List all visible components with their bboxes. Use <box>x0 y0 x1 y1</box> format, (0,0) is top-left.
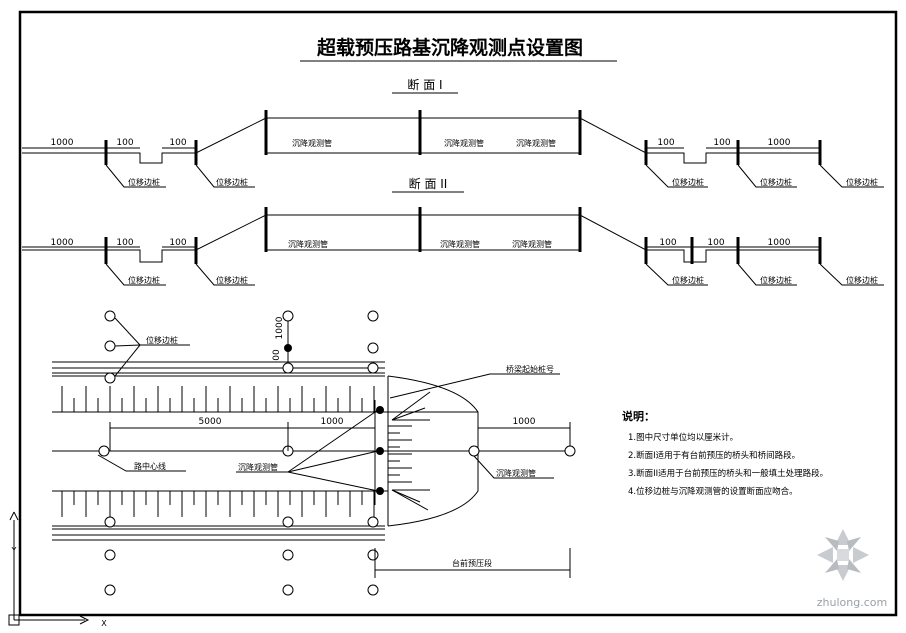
notes-heading: 说明： <box>622 409 655 423</box>
section-2-dim: 100 <box>707 238 724 248</box>
section-1-stake-label: 位移边桩 <box>760 177 792 187</box>
section-1-stake-label: 位移边桩 <box>672 177 704 187</box>
section-2: 断 面 II 1000 100 100 100 100 1000 沉降观测管 沉… <box>22 176 884 286</box>
plan-dim-vertical: 00 <box>272 349 282 361</box>
section-2-pipe-label: 沉降观测管 <box>512 239 552 249</box>
note-item: 4.位移边桩与沉降观测管的设置断面应吻合。 <box>628 486 798 497</box>
watermark-logo <box>817 529 869 581</box>
drawing-title: 超载预压路基沉降观测点设置图 <box>316 36 583 59</box>
section-1-dim: 100 <box>169 138 186 148</box>
stake-marker <box>367 362 379 374</box>
section-1-stake-label: 位移边桩 <box>216 177 248 187</box>
stake-marker <box>367 549 379 561</box>
section-1-pipe-label: 沉降观测管 <box>516 138 556 148</box>
plan-pipe-label: 沉降观测管 <box>238 462 278 472</box>
section-2-pipe-label: 沉降观测管 <box>440 239 480 249</box>
section-2-stake-label: 位移边桩 <box>760 275 792 285</box>
pipe-marker <box>376 406 384 414</box>
section-2-stake-label: 位移边桩 <box>216 275 248 285</box>
section-2-dim: 100 <box>116 238 133 248</box>
section-1-stake-label: 位移边桩 <box>846 177 878 187</box>
svg-text:X: X <box>101 619 107 628</box>
watermark-text: zhulong.com <box>817 596 887 609</box>
slope-hatch-bottom <box>61 491 375 517</box>
stake-marker <box>104 310 116 322</box>
stake-marker <box>282 584 294 596</box>
stake-marker <box>104 372 116 384</box>
plan-dim-vertical: 1000 <box>275 316 285 339</box>
stake-marker <box>564 445 576 457</box>
note-item: 2.断面I适用于有台前预压的桥头和桥间路段。 <box>628 450 800 461</box>
bridge-marker-label: 桥梁起始桩号 <box>506 364 554 374</box>
stake-marker <box>98 445 110 457</box>
plan-dim-1000-right: 1000 <box>513 417 536 427</box>
section-2-dim: 1000 <box>51 238 74 248</box>
section-2-pipe-label: 沉降观测管 <box>288 239 328 249</box>
stake-marker <box>367 516 379 528</box>
drawing-border <box>18 10 898 617</box>
plan-dim-5000: 5000 <box>199 417 222 427</box>
svg-text:Y: Y <box>11 546 17 555</box>
slope-hatch-top <box>61 386 375 412</box>
plan-dim-1000: 1000 <box>321 417 344 427</box>
ucs-icon: X Y <box>8 511 107 628</box>
section-2-dim: 1000 <box>768 238 791 248</box>
stake-marker <box>104 549 116 561</box>
section-1-title: 断 面 I <box>407 77 442 92</box>
stake-marker <box>104 340 116 352</box>
plan-pipe-label-right: 沉降观测管 <box>496 468 536 478</box>
plan-view: 位移边桩 1000 00 5000 1000 1000 路中心线 沉降观测管 沉… <box>52 310 576 596</box>
stake-marker <box>282 516 294 528</box>
section-1-dim: 100 <box>657 138 674 148</box>
section-1-pipe-label: 沉降观测管 <box>444 138 484 148</box>
section-1-pipe-label: 沉降观测管 <box>292 138 332 148</box>
stake-marker <box>367 310 379 322</box>
notes: 说明： 1.图中尺寸单位均以厘米计。 2.断面I适用于有台前预压的桥头和桥间路段… <box>622 409 828 497</box>
note-item: 3.断面II适用于台前预压的桥头和一般填土处理路段。 <box>628 468 828 479</box>
section-1-dim: 100 <box>713 138 730 148</box>
section-2-dim: 100 <box>659 238 676 248</box>
section-1-stake-label: 位移边桩 <box>128 177 160 187</box>
note-item: 1.图中尺寸单位均以厘米计。 <box>628 432 738 443</box>
section-2-stake-label: 位移边桩 <box>672 275 704 285</box>
section-2-title: 断 面 II <box>409 176 448 191</box>
stake-marker <box>367 584 379 596</box>
preload-label: 台前预压段 <box>452 558 492 568</box>
section-1: 断 面 I 1000 100 100 100 100 1000 沉降观测管 沉降… <box>22 77 884 188</box>
stake-marker <box>104 584 116 596</box>
abutment-hatch <box>388 425 412 483</box>
stake-marker <box>104 516 116 528</box>
stake-marker <box>282 549 294 561</box>
stake-marker <box>282 362 294 374</box>
section-1-dim: 1000 <box>51 138 74 148</box>
section-2-stake-label: 位移边桩 <box>128 275 160 285</box>
plan-stake-label: 位移边桩 <box>146 335 178 345</box>
section-1-dim: 1000 <box>768 138 791 148</box>
section-1-dim: 100 <box>116 138 133 148</box>
stake-marker <box>367 342 379 354</box>
centerline-label: 路中心线 <box>134 461 166 471</box>
stake-marker <box>468 445 480 457</box>
section-2-dim: 100 <box>169 238 186 248</box>
section-2-stake-label: 位移边桩 <box>846 275 878 285</box>
